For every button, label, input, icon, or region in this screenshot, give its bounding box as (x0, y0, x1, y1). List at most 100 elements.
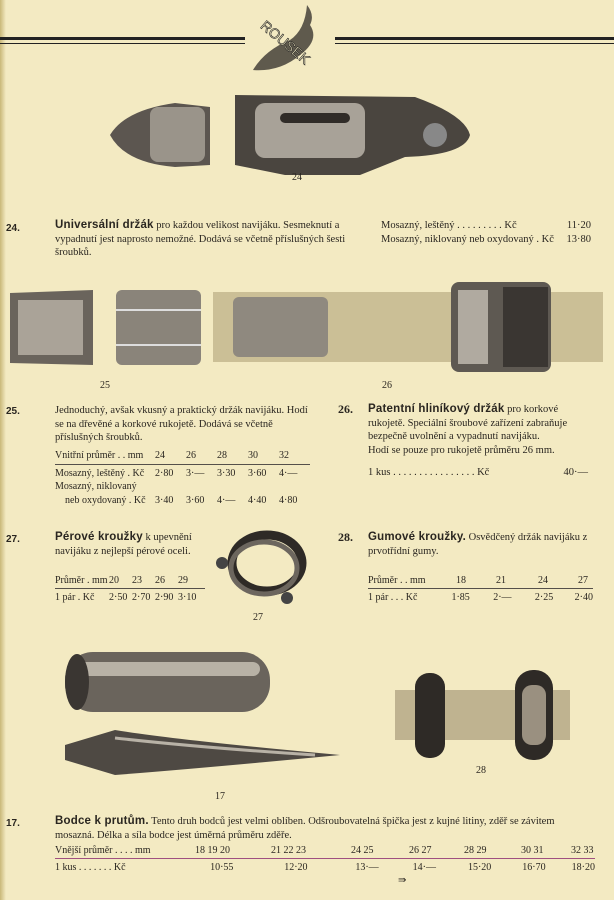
item-28-description: Gumové kroužky. Osvědčený držák navijáku… (368, 531, 596, 558)
table-cell: 28 29 (464, 845, 487, 856)
table-cell: 15·20 (467, 861, 492, 873)
table-cell: 4·— (279, 467, 298, 479)
table-cell: 18·20 (571, 861, 595, 873)
table-cell: 2·50 (109, 591, 128, 603)
item-28-text: Osvědčený držák navijáku z prvotřídní gu… (368, 532, 588, 557)
table-cell: 2·90 (155, 591, 174, 603)
table-cell: 13·— (355, 861, 379, 873)
figure-17-rod-spike (55, 650, 345, 780)
table-cell: 3·— (186, 467, 205, 479)
table-cell: 1·85 (451, 591, 470, 603)
page-turn-arrow-icon: ⇛ (398, 875, 407, 886)
price-row: 1 kus . . . . . . . . . . . . . . . . Kč… (368, 466, 588, 480)
table-cell: 3·10 (178, 591, 197, 603)
item-26-title: Patentní hliníkový držák (368, 403, 505, 415)
item-26-text: pro korkové rukojetě. Speciální šroubové… (368, 404, 568, 442)
table-cell: 4·80 (279, 494, 298, 506)
table-cell: 3·60 (248, 467, 267, 479)
table-cell: Mosazný, niklovaný (55, 481, 137, 492)
table-cell: 30 31 (521, 845, 544, 856)
table-cell: 26 (155, 575, 165, 586)
table-row: 1 pár . Kč 2·50 2·70 2·90 3·10 (55, 589, 205, 605)
header-rule-right (335, 37, 614, 44)
price-value: 13·80 (566, 233, 592, 245)
table-cell: 3·60 (186, 494, 205, 506)
item-17-description: Bodce k prutům. Tento druh bodců jest ve… (55, 815, 595, 842)
item-28-number: 28. (338, 530, 353, 546)
table-cell: 28 (217, 450, 227, 461)
item-24-title: Universální držák (55, 219, 154, 231)
item-26-description: Patentní hliníkový držák pro korkové ruk… (368, 403, 596, 480)
price-row: Mosazný, niklovaný neb oxydovaný . Kč 13·… (381, 233, 591, 247)
price-value: 11·20 (566, 220, 591, 231)
table-header: Vnější průměr . . . . mm 18 19 20 21 22 23… (55, 844, 595, 859)
rousek-logo: ROUSEK (245, 0, 335, 78)
item-27-number: 27. (6, 534, 20, 545)
table-cell: 23 (132, 575, 142, 586)
table-cell: Vnější průměr . . . . mm (55, 845, 151, 856)
table-cell: 1 kus . . . . . . . Kč (55, 861, 126, 873)
table-cell: 28. (338, 530, 353, 544)
table-cell: Vnitřní průměr . . mm (55, 450, 144, 461)
table-cell: Průměr . mm (55, 575, 108, 586)
figure-24-reel-holder (105, 85, 475, 185)
item-17-number: 17. (6, 818, 20, 829)
table-cell: 4·40 (248, 494, 267, 506)
table-cell: 24 (155, 450, 165, 461)
table-cell: 27 (578, 575, 588, 586)
item-24-number: 24. (6, 223, 20, 234)
item-27-title: Pérové kroužky (55, 531, 143, 543)
table-cell: 14·— (412, 861, 436, 873)
item-26-number: 26. (338, 402, 353, 418)
table-cell: neb oxydovaný . Kč (65, 494, 146, 506)
table-cell: 1 pár . Kč (55, 591, 95, 603)
figure-28-caption: 28 (476, 765, 486, 776)
table-cell: 26 27 (409, 845, 432, 856)
table-cell: 2·— (493, 591, 512, 603)
item-28-title: Gumové kroužky. (368, 531, 467, 543)
item-24-description: Universální držák pro každou velikost na… (55, 219, 365, 260)
price-value: 40·— (563, 467, 589, 478)
item-25-text: Jednoduchý, avšak vkusný a praktický drž… (55, 405, 308, 443)
table-cell: 3·30 (217, 467, 236, 479)
item-26-note: Hodí se pouze pro rukojetě průměru 26 mm… (368, 444, 555, 456)
table-cell: 2·70 (132, 591, 151, 603)
table-cell: 2·25 (534, 591, 554, 603)
table-cell: Mosazný, leštěný . Kč (55, 467, 145, 479)
price-label: Mosazný, niklovaný neb oxydovaný . Kč (381, 233, 554, 245)
figure-26-caption: 26 (382, 380, 392, 391)
figure-17-caption: 17 (215, 791, 225, 802)
table-cell: 18 (456, 575, 466, 586)
table-cell: 26 (186, 450, 196, 461)
table-cell: 29 (178, 575, 188, 586)
item-24-text: pro každou velikost navijáku. Sesmeknutí… (55, 220, 346, 258)
table-cell: 21 22 23 (271, 845, 306, 856)
table-cell: 12·20 (284, 861, 308, 873)
table-row: Mosazný, niklovaný (55, 480, 310, 494)
table-cell: 18 19 20 (195, 845, 230, 856)
item-17-price-table: Vnější průměr . . . . mm 18 19 20 21 22 23… (55, 844, 595, 874)
table-cell: 32 (279, 450, 289, 461)
table-cell: 24 25 (351, 845, 374, 856)
figure-25-holder-parts (8, 285, 203, 370)
table-cell: 20 (109, 575, 119, 586)
figure-27-spring-rings (212, 528, 307, 608)
figure-26-aluminium-holder (213, 282, 608, 372)
figure-27-caption: 27 (253, 612, 263, 623)
table-cell: 32 33 (571, 845, 594, 856)
figure-24-caption: 24 (292, 172, 302, 183)
item-17-title: Bodce k prutům. (55, 815, 149, 827)
item-27-text: k upevnění navijáku z nejlepší pérové oc… (55, 532, 192, 557)
table-cell: 2·40 (574, 591, 593, 603)
